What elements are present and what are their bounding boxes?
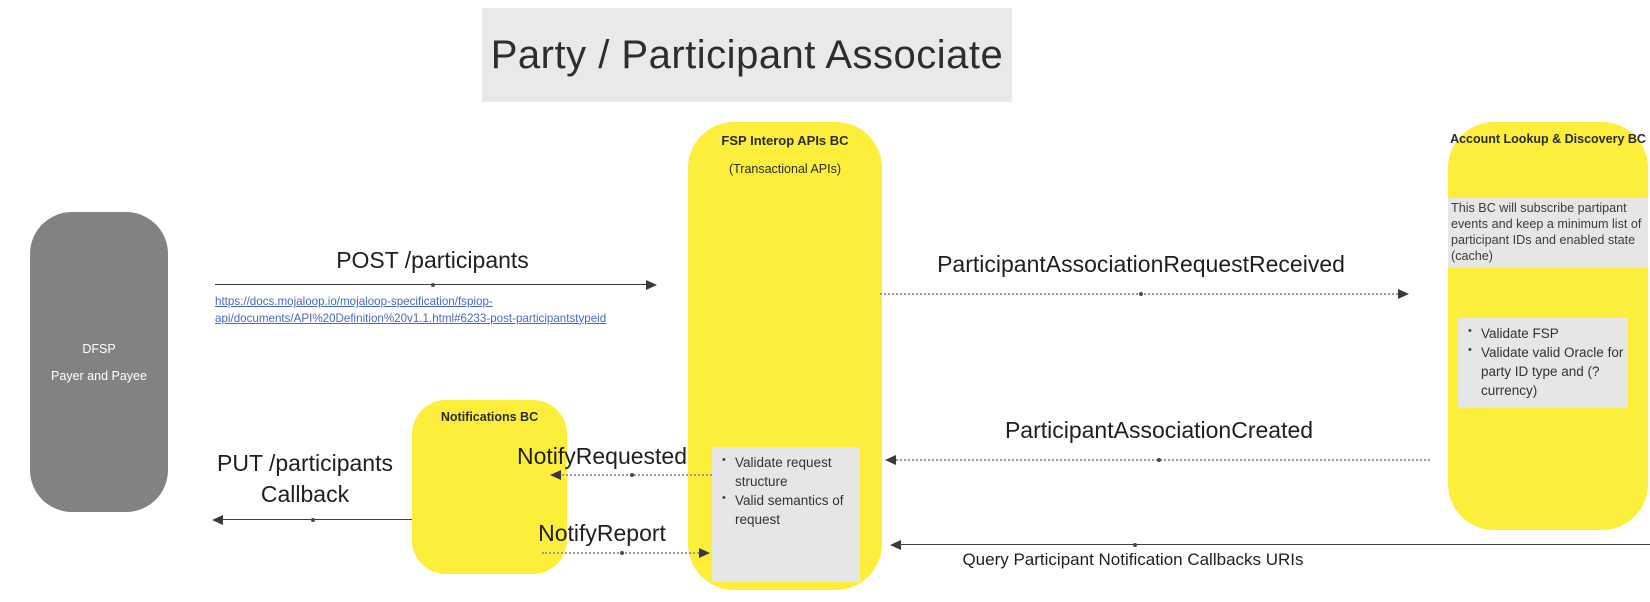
- query-callbacks-arrow: [893, 544, 1650, 545]
- account-lookup-title: Account Lookup & Discovery BC: [1450, 132, 1646, 146]
- arrowhead-left-icon: [550, 470, 561, 480]
- post-participants-label: POST /participants: [336, 247, 529, 273]
- arrowhead-left-icon: [890, 540, 901, 550]
- fsp-interop-bc-box: FSP Interop APIs BC (Transactional APIs)…: [688, 122, 882, 590]
- dfsp-sublabel: Payer and Payee: [51, 368, 147, 383]
- put-callback-line2: Callback: [260, 481, 350, 508]
- fsp-validation-note: Validate request structure Valid semanti…: [712, 447, 860, 582]
- fsp-interop-subtitle: (Transactional APIs): [728, 161, 842, 176]
- fsp-check-item: Valid semantics of request: [722, 491, 856, 529]
- arrow-midpoint-dot: [1157, 458, 1161, 462]
- arrow-midpoint-dot: [431, 283, 435, 287]
- notify-requested-label: NotifyRequested: [516, 443, 688, 469]
- page-title: Party / Participant Associate: [490, 32, 1004, 77]
- put-callback-label: PUT /participants Callback: [205, 448, 405, 510]
- query-callbacks-label: Query Participant Notification Callbacks…: [962, 550, 1304, 569]
- notifications-title: Notifications BC: [440, 410, 539, 424]
- dfsp-label: DFSP: [82, 341, 116, 356]
- post-participants-spec-link[interactable]: https://docs.mojaloop.io/mojaloop-specif…: [215, 294, 645, 328]
- account-lookup-bc-box: Account Lookup & Discovery BC This BC wi…: [1448, 122, 1648, 530]
- arrowhead-right-icon: [1398, 289, 1409, 299]
- arrow-midpoint-dot: [620, 551, 624, 555]
- arrow-midpoint-dot: [1139, 292, 1143, 296]
- account-lookup-note: This BC will subscribe partipant events …: [1448, 198, 1648, 268]
- alk-check-item: Validate valid Oracle for party ID type …: [1468, 343, 1624, 400]
- participant-association-created-label: ParticipantAssociationCreated: [1004, 417, 1314, 443]
- notifications-bc-box: Notifications BC: [412, 400, 567, 574]
- account-lookup-validation-note: Validate FSP Validate valid Oracle for p…: [1458, 318, 1628, 408]
- spec-link-line1[interactable]: https://docs.mojaloop.io/mojaloop-specif…: [215, 295, 493, 308]
- participant-association-request-received-label: ParticipantAssociationRequestReceived: [937, 251, 1345, 277]
- alk-check-item: Validate FSP: [1468, 324, 1624, 343]
- title-banner: Party / Participant Associate: [482, 8, 1012, 102]
- fsp-interop-title: FSP Interop APIs BC: [721, 133, 849, 148]
- arrowhead-left-icon: [885, 455, 896, 465]
- arrowhead-left-icon: [212, 515, 223, 525]
- arrow-midpoint-dot: [630, 473, 634, 477]
- arrow-midpoint-dot: [311, 518, 315, 522]
- spec-link-line2[interactable]: api/documents/API%20Definition%20v1.1.ht…: [215, 311, 607, 325]
- arrowhead-right-icon: [646, 280, 657, 290]
- arrowhead-right-icon: [699, 548, 710, 558]
- fsp-check-item: Validate request structure: [722, 453, 856, 491]
- put-callback-line1: PUT /participants: [217, 450, 393, 476]
- arrow-midpoint-dot: [1133, 543, 1137, 547]
- dfsp-actor-box: DFSP Payer and Payee: [30, 212, 168, 512]
- notify-report-label: NotifyReport: [538, 520, 666, 546]
